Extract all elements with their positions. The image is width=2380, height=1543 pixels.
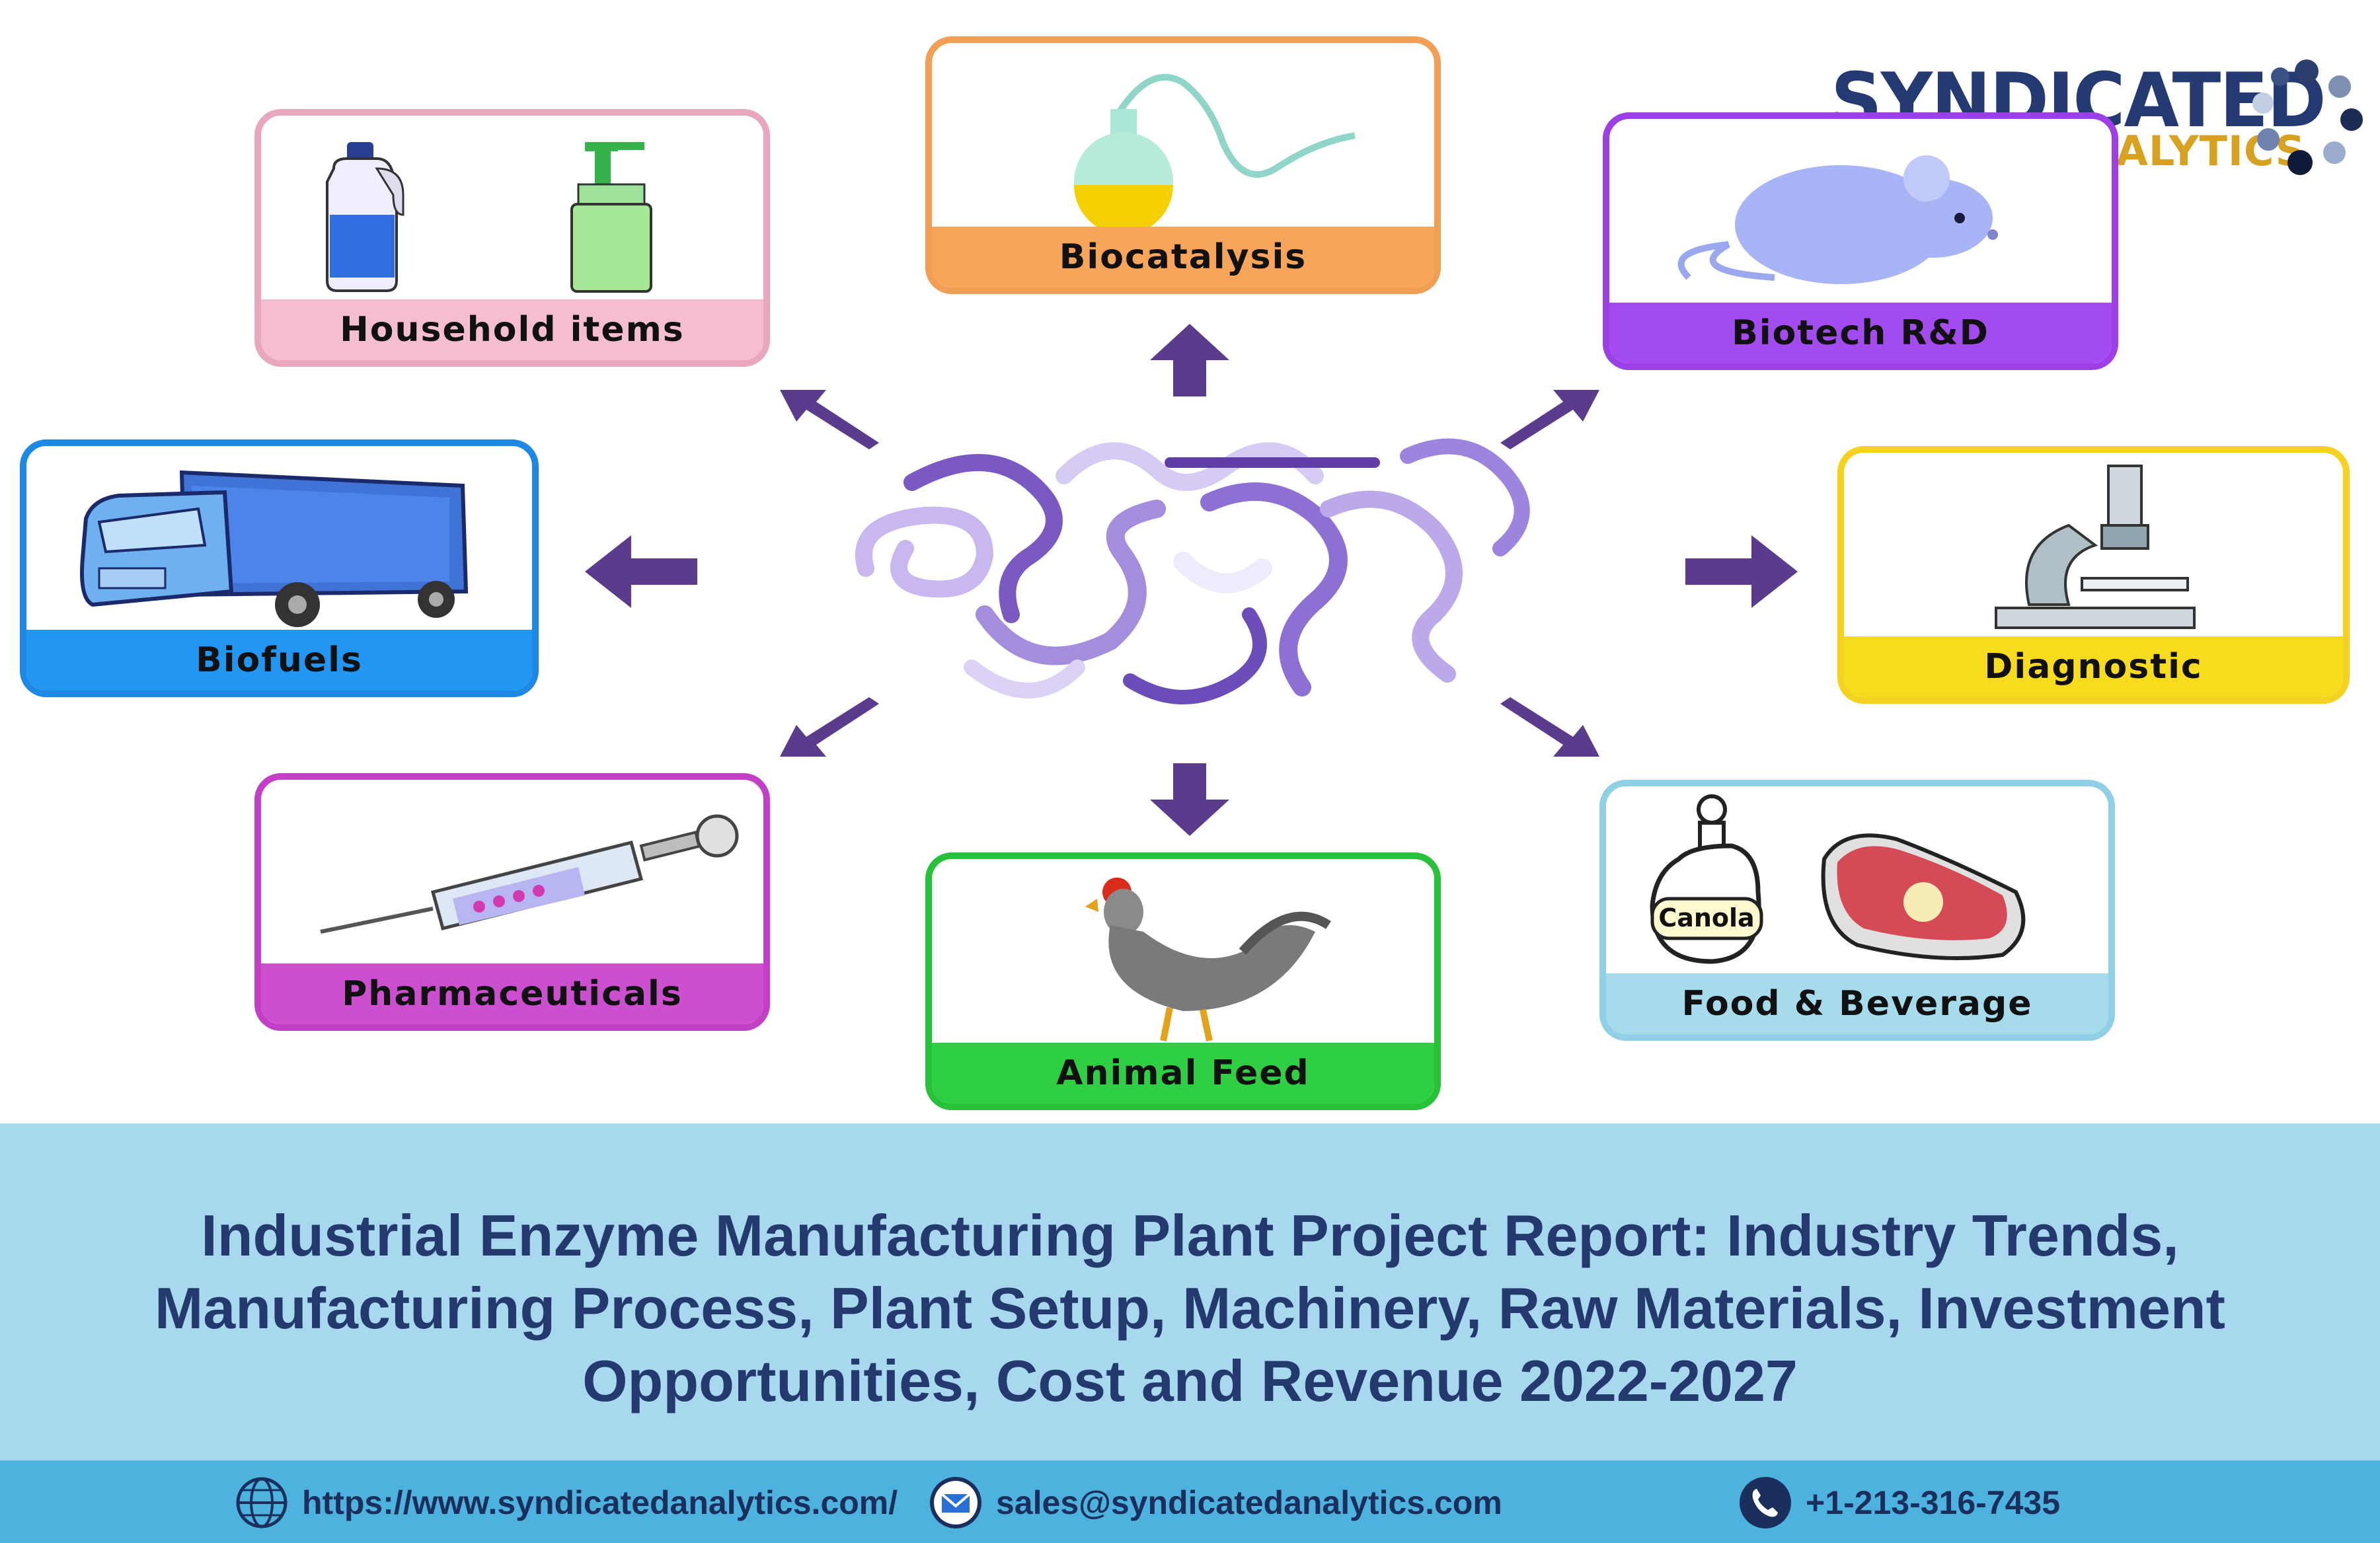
phone-icon <box>1740 1477 1791 1528</box>
globe-icon <box>236 1477 288 1528</box>
title-line: Industrial Enzyme Manufacturing Plant Pr… <box>201 1203 2179 1268</box>
chicken-icon <box>1085 878 1331 1042</box>
title-line: Manufacturing Process, Plant Setup, Mach… <box>155 1275 2225 1341</box>
arrow-up-left-icon <box>780 390 879 449</box>
canola-meat-icon: Canola <box>1650 794 2026 964</box>
contact-footer <box>0 1460 2380 1543</box>
application-card-animal-feed: Animal Feed <box>925 852 1441 1110</box>
email-link[interactable]: sales@syndicatedanalytics.com <box>996 1484 1502 1521</box>
application-card-biotech: Biotech R&D <box>1603 112 2118 370</box>
application-card-biocatalysis: Biocatalysis <box>925 36 1441 294</box>
bottles-icon <box>326 142 652 293</box>
website-contact[interactable]: https://www.syndicatedanalytics.com/ <box>235 1475 898 1530</box>
report-title: Industrial Enzyme Manufacturing Plant Pr… <box>0 1199 2380 1417</box>
arrow-down-left-icon <box>780 697 879 757</box>
application-label: Food & Beverage <box>1606 973 2108 1034</box>
application-label: Biofuels <box>26 630 532 691</box>
arrow-up-right-icon <box>1500 390 1599 449</box>
arrow-up-icon <box>1150 324 1229 396</box>
syringe-icon <box>320 814 739 934</box>
microscope-icon <box>1995 465 2196 629</box>
application-card-food-beverage: Canola Food & Beverage <box>1599 780 2115 1041</box>
logo-ring-icon <box>2252 59 2363 175</box>
envelope-icon <box>930 1477 981 1528</box>
arrow-right-icon <box>1685 535 1798 608</box>
title-line: Opportunities, Cost and Revenue 2022-202… <box>582 1348 1798 1413</box>
mouse-icon <box>1677 155 1998 284</box>
phone-number[interactable]: +1-213-316-7435 <box>1806 1484 2061 1521</box>
arrow-left-icon <box>585 535 697 608</box>
application-card-household: Household items <box>254 109 770 367</box>
application-label: Pharmaceuticals <box>261 963 763 1024</box>
website-link[interactable]: https://www.syndicatedanalytics.com/ <box>302 1484 898 1521</box>
application-card-biofuels: Biofuels <box>20 439 539 697</box>
arrow-down-right-icon <box>1500 697 1599 757</box>
application-card-diagnostic: Diagnostic <box>1837 446 2350 704</box>
phone-contact[interactable]: +1-213-316-7435 <box>1738 1475 2060 1530</box>
application-label: Household items <box>261 299 763 360</box>
application-label: Biotech R&D <box>1609 303 2112 363</box>
flask-icon <box>1074 73 1356 228</box>
enzyme-protein-icon <box>855 438 1530 704</box>
application-card-pharmaceuticals: Pharmaceuticals <box>254 773 770 1031</box>
canola-label: Canola <box>1658 903 1754 932</box>
truck-icon <box>80 470 469 627</box>
application-label: Animal Feed <box>932 1043 1434 1104</box>
email-contact[interactable]: sales@syndicatedanalytics.com <box>929 1475 1502 1530</box>
title-banner <box>0 1123 2380 1460</box>
application-label: Biocatalysis <box>932 227 1434 287</box>
application-label: Diagnostic <box>1844 636 2343 697</box>
arrow-down-icon <box>1150 763 1229 836</box>
